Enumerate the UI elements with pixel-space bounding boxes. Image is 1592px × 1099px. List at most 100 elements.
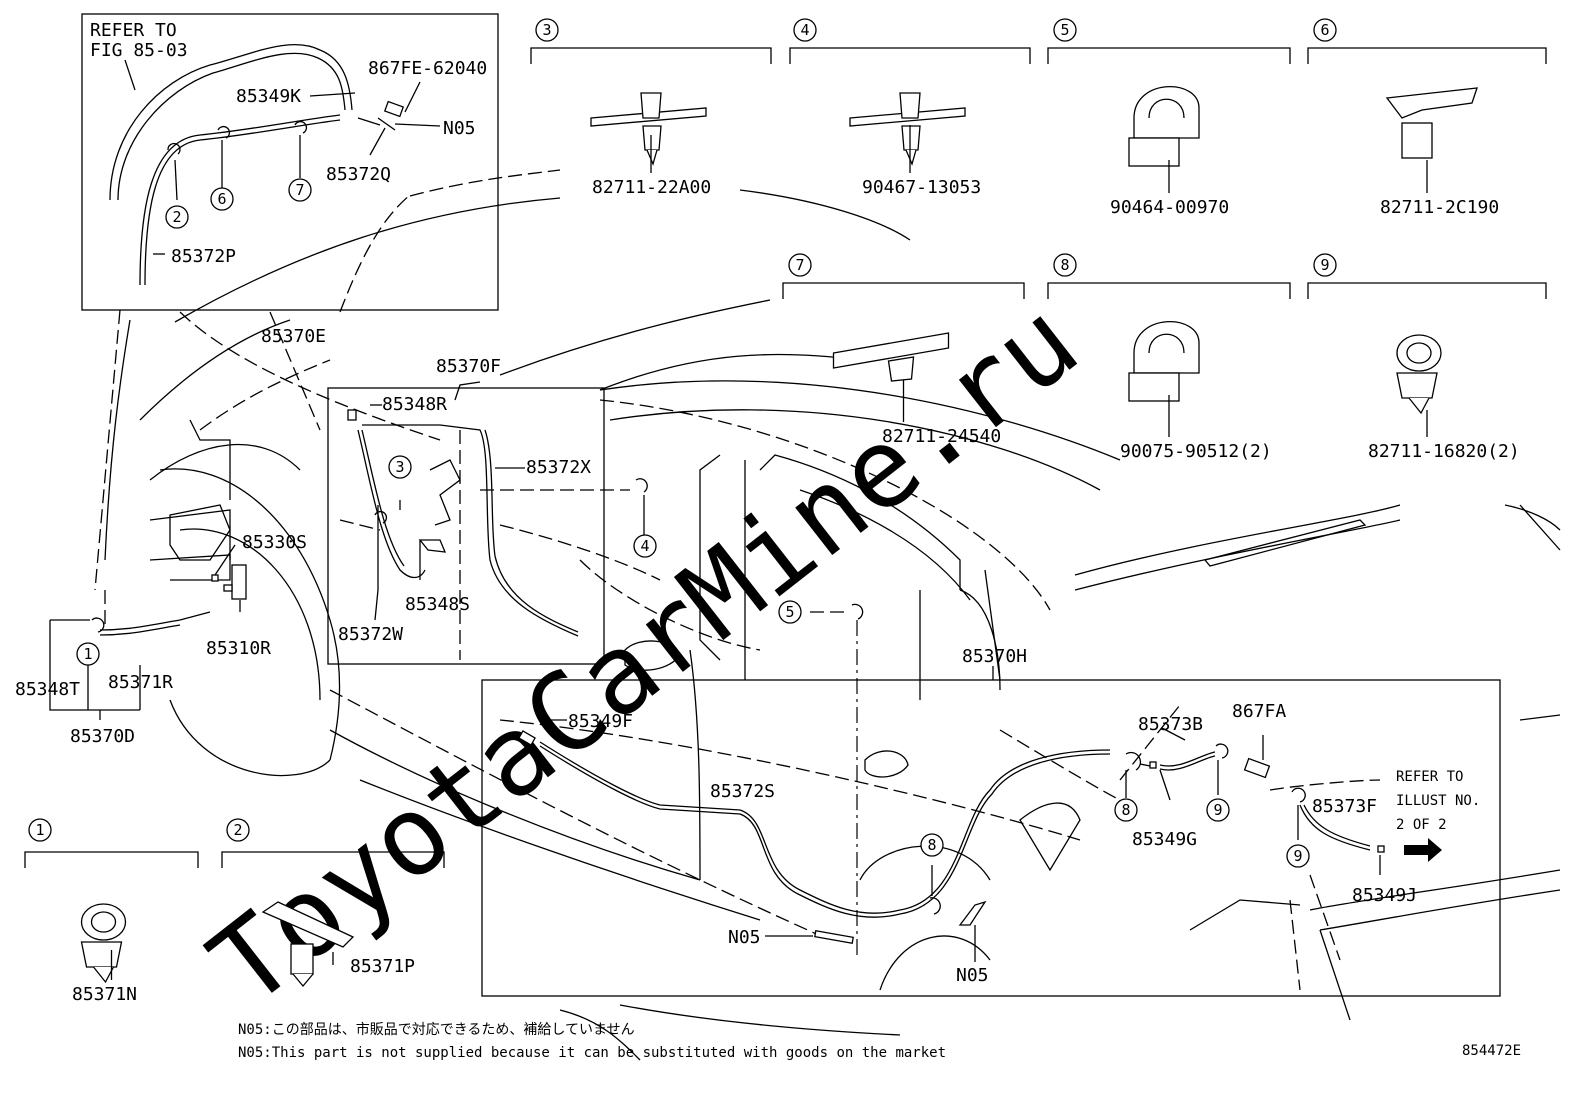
connection-lines [94,169,1381,991]
callout-7: 7 [288,178,312,202]
svg-text:6: 6 [217,190,226,208]
legend-num: 9 [1320,256,1329,274]
part-N05-b: N05 [956,965,989,986]
svg-text:8: 8 [927,836,936,854]
legend-bracket [24,851,199,868]
part-85371R: 85371R [108,672,173,693]
part-85349F: 85349F [568,711,633,732]
legend-part-number: 82711-2C190 [1380,197,1499,218]
legend-bracket [789,47,1031,64]
legend-part-number: 90075-90512(2) [1120,441,1272,462]
inset-box-85370E: REFER TO FIG 85-03 867FE-62040 85349K N0… [81,13,499,311]
fastener-illustration [1128,86,1200,167]
callout-8-right: 8 [1114,798,1138,822]
legend-callout-6: 6 [1313,18,1337,42]
refer-fig-line1: REFER TO [90,20,177,41]
legend-num: 7 [795,256,804,274]
legend-item-1: 1 85371N [24,818,199,1005]
legend-callout-4: 4 [793,18,817,42]
part-85349J: 85349J [1352,885,1417,906]
refer-illust-line3: 2 OF 2 [1396,817,1447,833]
legend-bracket [782,282,1025,299]
legend-item-6: 6 82711-2C190 [1307,18,1547,218]
legend-item-5: 5 90464-00970 [1047,18,1291,218]
legend-bracket [1047,282,1291,299]
refer-illust-line2: ILLUST NO. [1396,793,1480,809]
refer-illust-line1: REFER TO [1396,769,1463,785]
legend-callout-9: 9 [1313,253,1337,277]
legend-bracket [1307,47,1547,64]
svg-text:9: 9 [1293,847,1302,865]
legend-part-number: 82711-24540 [882,426,1001,447]
svg-text:3: 3 [395,458,404,476]
legend-num: 8 [1060,256,1069,274]
part-867FA: 867FA [1232,701,1286,722]
part-85348T: 85348T [15,679,80,700]
inset-box-85370H: 85349F 85372S N05 N05 85373B 867FA 85349… [481,679,1501,997]
callout-8-hose: 8 [920,833,944,857]
part-85370H: 85370H [962,646,1027,667]
callout-1: 1 [76,642,100,666]
svg-text:5: 5 [785,603,794,621]
svg-text:4: 4 [640,537,649,555]
figure-code: 854472E [1462,1043,1521,1059]
part-85373B: 85373B [1138,714,1203,735]
part-N05-a: N05 [728,927,761,948]
callout-5: 5 [778,600,802,624]
part-85370D: 85370D [70,726,135,747]
svg-text:1: 1 [83,645,92,663]
part-85310R: 85310R [206,638,271,659]
legend-item-7: 7 82711-24540 [782,253,1025,447]
car-body-outline [104,189,1561,1061]
part-85372Q: 85372Q [326,164,391,185]
legend-part-number: 85371P [350,956,415,977]
callout-3: 3 [388,455,412,479]
legend-bracket [1307,282,1547,299]
part-85349G: 85349G [1132,829,1197,850]
legend-callout-2: 2 [226,818,250,842]
legend-part-number: 85371N [72,984,137,1005]
svg-text:2: 2 [172,208,181,226]
legend-item-4: 4 90467-13053 [789,18,1031,198]
legend-item-2: 2 85371P [221,818,445,988]
refer-fig-line2: FIG 85-03 [90,40,188,61]
legend-item-8: 8 90075-90512(2) [1047,253,1291,462]
legend-num: 1 [35,821,44,839]
callout-9-a: 9 [1206,798,1230,822]
legend-bracket [1047,47,1291,64]
fastener-illustration [1128,321,1200,402]
legend-part-number: 82711-16820(2) [1368,441,1520,462]
legend-callout-1: 1 [28,818,52,842]
fastener-illustration [832,332,950,382]
legend-part-number: 90467-13053 [862,177,981,198]
fastener-illustration [1385,87,1478,159]
callout-4: 4 [633,534,657,558]
legend-callout-8: 8 [1053,253,1077,277]
callout-4-group: 4 [633,478,657,558]
fastener-illustration [1396,334,1442,415]
front-left-parts: 85330S 85310R 85348T 85371R 85370D 1 [15,532,307,747]
legend-num: 2 [233,821,242,839]
legend-part-number: 90464-00970 [1110,197,1229,218]
part-85349K: 85349K [236,86,301,107]
part-85370F: 85370F [436,356,501,377]
callout-9-b: 9 [1286,844,1310,868]
part-85373F: 85373F [1312,796,1377,817]
part-85348S: 85348S [405,594,470,615]
legend-num: 5 [1060,21,1069,39]
part-85330S: 85330S [242,532,307,553]
svg-text:9: 9 [1213,801,1222,819]
part-85372S: 85372S [710,781,775,802]
part-N05-top: N05 [443,118,476,139]
fastener-illustration [590,92,707,166]
legend-item-9: 9 82711-16820(2) [1307,253,1547,462]
legend-callout-7: 7 [788,253,812,277]
legend-callout-5: 5 [1053,18,1077,42]
legend-num: 4 [800,21,809,39]
callout-5-group: 5 [778,600,864,624]
fastener-illustration [849,92,966,166]
legend-bracket [221,851,445,868]
